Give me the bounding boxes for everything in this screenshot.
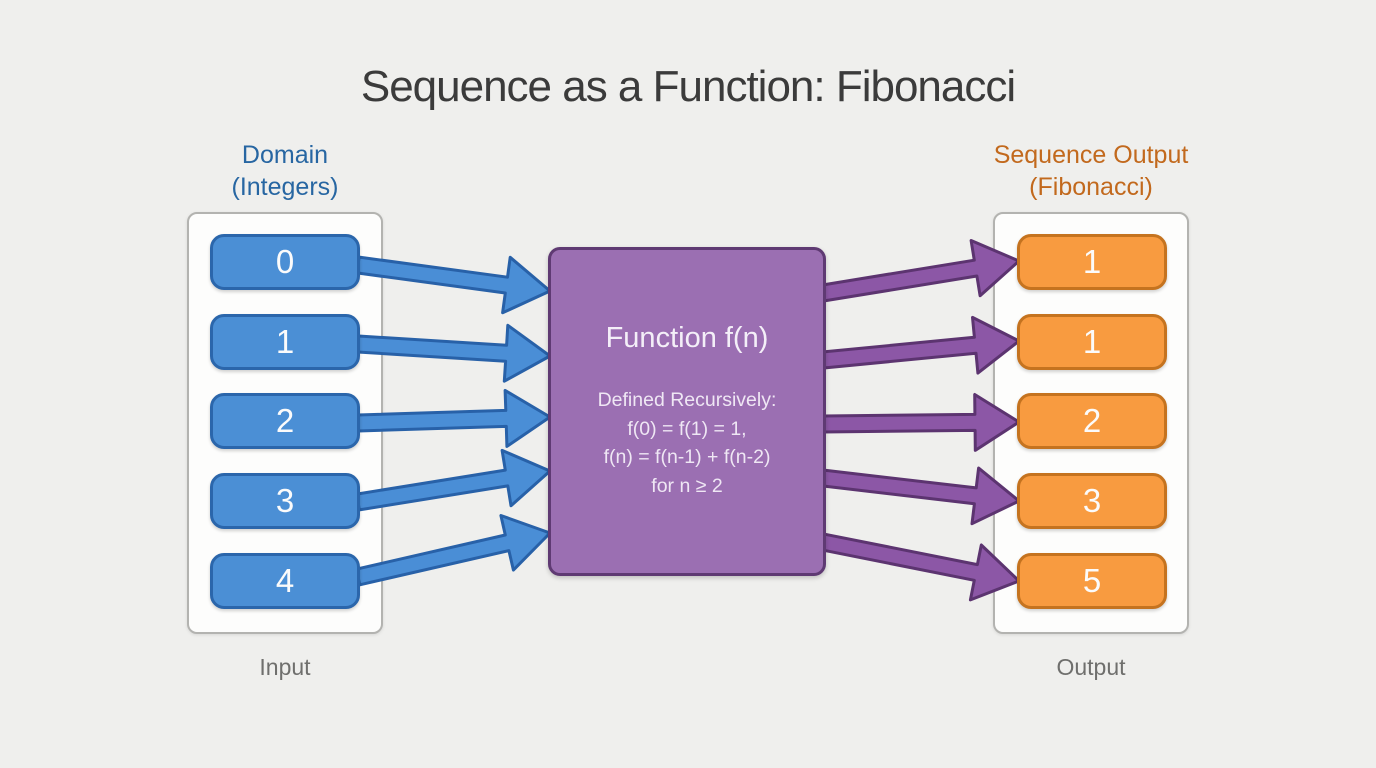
function-definition: Defined Recursively: f(0) = f(1) = 1, f(… <box>551 386 823 500</box>
function-def-line4: for n ≥ 2 <box>651 474 723 497</box>
input-node-3: 3 <box>210 473 360 529</box>
input-node-2: 2 <box>210 393 360 449</box>
output-node-2: 2 <box>1017 393 1167 449</box>
domain-header-line1: Domain <box>241 141 329 169</box>
function-def-line2: f(0) = f(1) = 1, <box>627 417 747 440</box>
output-node-4: 5 <box>1017 553 1167 609</box>
output-footer-label: Output <box>1056 654 1126 680</box>
function-title: Function f(n) <box>605 322 769 354</box>
input-node-4: 4 <box>210 553 360 609</box>
output-header: Sequence Output (Fibonacci) <box>961 139 1221 203</box>
input-footer-label: Input <box>259 654 311 680</box>
output-header-line1: Sequence Output <box>993 141 1189 169</box>
output-node-3: 3 <box>1017 473 1167 529</box>
function-def-line3: f(n) = f(n-1) + f(n-2) <box>603 446 771 469</box>
input-node-1: 1 <box>210 314 360 370</box>
domain-header: Domain (Integers) <box>155 139 415 203</box>
page-title: Sequence as a Function: Fibonacci <box>360 62 1016 111</box>
output-node-0: 1 <box>1017 234 1167 290</box>
output-header-line2: (Fibonacci) <box>1029 173 1153 201</box>
function-box: Function f(n) Defined Recursively: f(0) … <box>548 247 826 576</box>
domain-header-line2: (Integers) <box>231 173 339 201</box>
function-def-line1: Defined Recursively: <box>597 389 777 411</box>
input-node-0: 0 <box>210 234 360 290</box>
output-node-1: 1 <box>1017 314 1167 370</box>
